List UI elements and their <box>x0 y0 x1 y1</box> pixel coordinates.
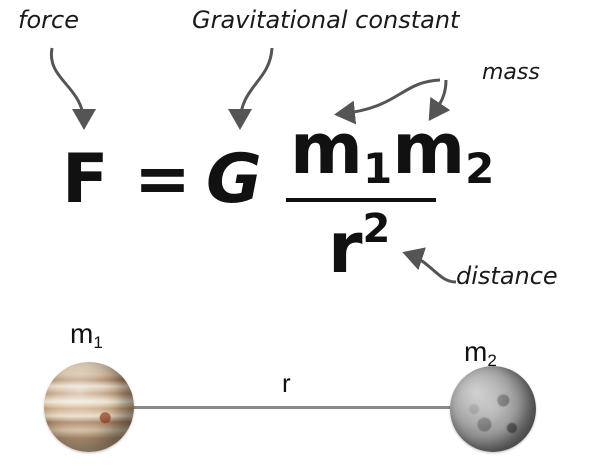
equation-constant-symbol: G <box>206 140 262 219</box>
equation-denominator: r2 <box>328 206 390 289</box>
left-mass-symbol: m <box>70 318 94 349</box>
equation-numerator: m1m2 <box>290 108 494 193</box>
equation-equals-sign: = <box>134 140 191 219</box>
gravitational-constant-label: Gravitational constant <box>192 6 460 34</box>
force-arrow <box>49 47 96 130</box>
right-mass-symbol: m <box>464 336 488 367</box>
numerator-mass-symbol-1: m <box>290 108 363 190</box>
fraction-bar <box>286 198 436 202</box>
equation-force-symbol: F <box>62 140 109 219</box>
force-label: force <box>18 6 79 34</box>
mass-label: mass <box>482 60 540 85</box>
numerator-subscript-2: 2 <box>465 144 495 193</box>
denominator-exponent: 2 <box>362 206 391 252</box>
gravitational-constant-arrow <box>228 47 274 130</box>
left-mass-subscript: 1 <box>93 333 103 352</box>
mass-arrow-m1 <box>334 78 441 125</box>
mass-arrow-m2 <box>428 79 451 121</box>
numerator-subscript-1: 1 <box>362 144 393 193</box>
distance-label: distance <box>456 262 558 290</box>
mercury-planet-icon <box>450 366 536 452</box>
right-mass-subscript: 2 <box>487 351 497 370</box>
denominator-distance-symbol: r <box>328 207 363 289</box>
distance-arrow <box>402 247 457 284</box>
right-body-mass-label: m2 <box>464 336 497 371</box>
jupiter-planet-icon <box>44 362 134 452</box>
distance-symbol-label: r <box>282 368 291 398</box>
distance-connector-line <box>122 406 462 409</box>
left-body-mass-label: m1 <box>70 318 103 353</box>
numerator-mass-symbol-2: m <box>392 108 466 190</box>
